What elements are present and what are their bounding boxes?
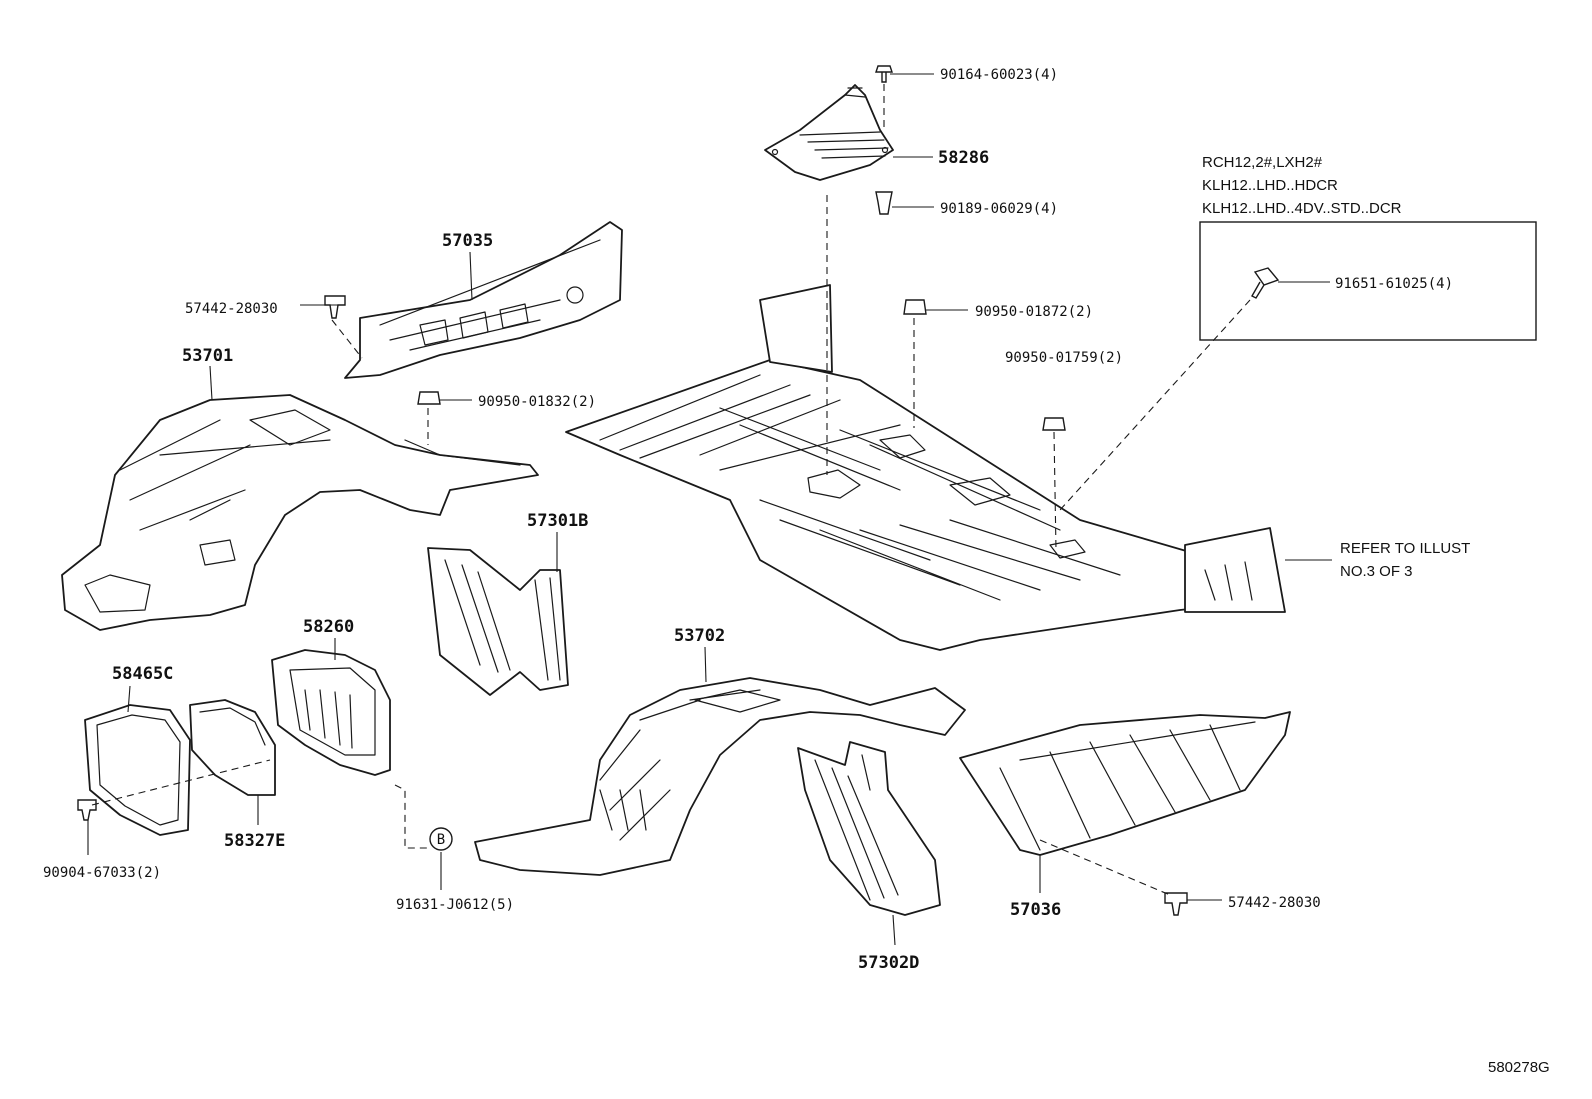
applicability-line-3: KLH12..LHD..4DV..STD..DCR [1202, 200, 1402, 217]
panel-58260-drawing [271, 649, 391, 776]
label-90164-60023: 90164-60023(4) [940, 67, 1058, 83]
label-57442-28030-upper: 57442-28030 [185, 301, 278, 317]
side-rail-57036-drawing [959, 711, 1291, 856]
label-58465c: 58465C [112, 664, 173, 684]
cover-58327e-drawing [189, 699, 276, 796]
brace-57302d-drawing [797, 741, 941, 916]
label-53702: 53702 [674, 626, 725, 646]
label-58286: 58286 [938, 148, 989, 168]
label-58327e: 58327E [224, 831, 285, 851]
applicability-box [1199, 221, 1537, 341]
shift-boot-drawing [764, 84, 894, 181]
applicability-line-1: RCH12,2#,LXH2# [1202, 154, 1323, 171]
label-90189-06029: 90189-06029(4) [940, 201, 1058, 217]
label-57301b: 57301B [527, 511, 588, 531]
floor-pan-drawing [565, 284, 1286, 651]
label-58260: 58260 [303, 617, 354, 637]
gasket-58465c-drawing [84, 704, 191, 836]
label-91651-61025: 91651-61025(4) [1335, 276, 1453, 292]
label-57035: 57035 [442, 231, 493, 251]
label-57302d: 57302D [858, 953, 919, 973]
label-90950-01759: 90950-01759(2) [1005, 350, 1123, 366]
label-57036: 57036 [1010, 900, 1061, 920]
applicability-line-2: KLH12..LHD..HDCR [1202, 177, 1338, 194]
refer-note-line-2: NO.3 OF 3 [1340, 563, 1413, 580]
callout-b-letter: B [437, 832, 445, 848]
label-91631-j0612: 91631-J0612(5) [396, 897, 514, 913]
wheel-house-53702-drawing [474, 677, 966, 876]
label-57442-28030-lower: 57442-28030 [1228, 895, 1321, 911]
refer-note-line-1: REFER TO ILLUST [1340, 540, 1470, 557]
label-90950-01872: 90950-01872(2) [975, 304, 1093, 320]
wheel-house-53701-drawing [61, 394, 539, 631]
fastener-icons [77, 65, 1280, 916]
brace-57301b-drawing [427, 547, 569, 696]
cross-member-57035-drawing [344, 221, 623, 379]
label-90950-01832: 90950-01832(2) [478, 394, 596, 410]
callout-b-circle [429, 827, 453, 851]
diagram-id: 580278G [1488, 1059, 1550, 1076]
leader-lines [87, 73, 1332, 946]
label-53701: 53701 [182, 346, 233, 366]
label-90904-67033: 90904-67033(2) [43, 865, 161, 881]
